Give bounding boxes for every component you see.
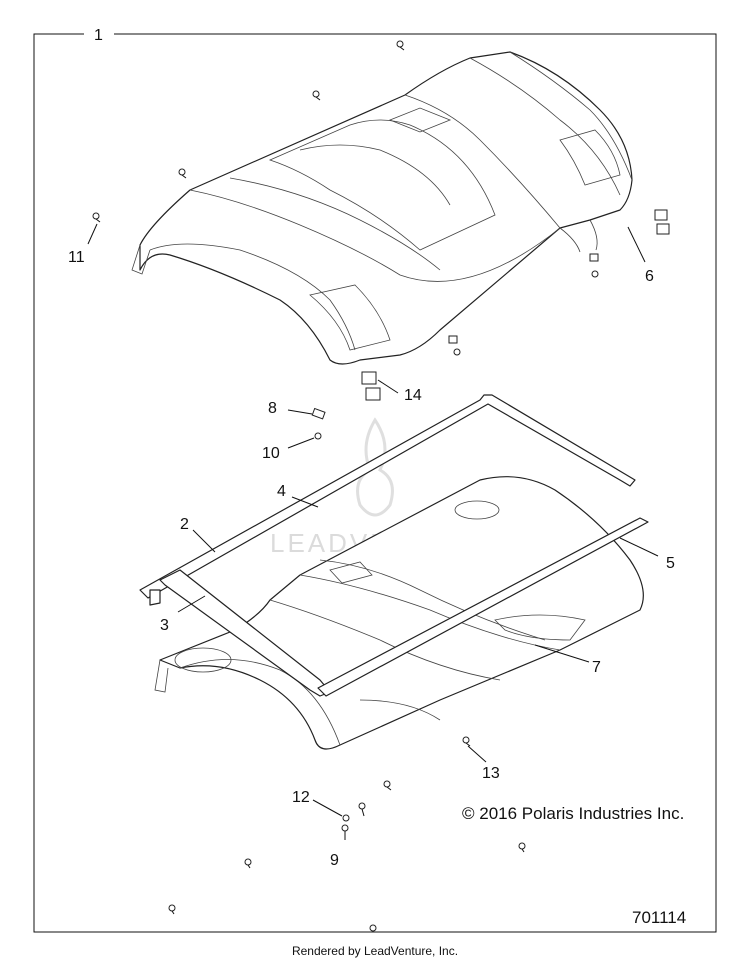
callout-3[interactable]: 3 [160,617,169,634]
fastener-group-top [92,40,405,223]
copyright-text: © 2016 Polaris Industries Inc. [462,804,684,823]
diagram-frame [33,33,717,933]
callout-4[interactable]: 4 [277,483,286,500]
diagram-part-number: 701114 [632,908,686,927]
callout-9[interactable]: 9 [330,852,339,869]
callout-8[interactable]: 8 [268,400,277,417]
footer-credit: Rendered by LeadVenture, Inc. [291,944,459,958]
roof-top-assembly [131,51,633,365]
leader-lines [87,223,659,817]
rail-trim-strip [159,517,649,697]
clip-icon [361,371,377,385]
rail-endcap [149,589,161,606]
fastener-group-bottom [168,736,526,932]
clip-icon [654,209,668,221]
clip-icon [311,407,326,420]
clip-icon [656,223,670,235]
callout-10[interactable]: 10 [262,445,280,462]
screw-icon [453,348,461,356]
callout-13[interactable]: 13 [482,765,500,782]
nut-icon [448,335,458,344]
nut-icon [589,253,599,262]
rail-right-long [139,394,636,599]
roof-liner-assembly [154,476,644,750]
callout-5[interactable]: 5 [666,555,675,572]
clip-icon [365,387,381,401]
screw-icon [314,432,322,440]
callout-14[interactable]: 14 [404,387,422,404]
callout-11[interactable]: 11 [68,249,85,266]
screw-icon [591,270,599,278]
callout-1[interactable]: 1 [94,27,103,44]
callout-7[interactable]: 7 [592,659,601,676]
callout-12[interactable]: 12 [292,789,310,806]
callout-2[interactable]: 2 [180,516,189,533]
callout-6[interactable]: 6 [645,268,654,285]
